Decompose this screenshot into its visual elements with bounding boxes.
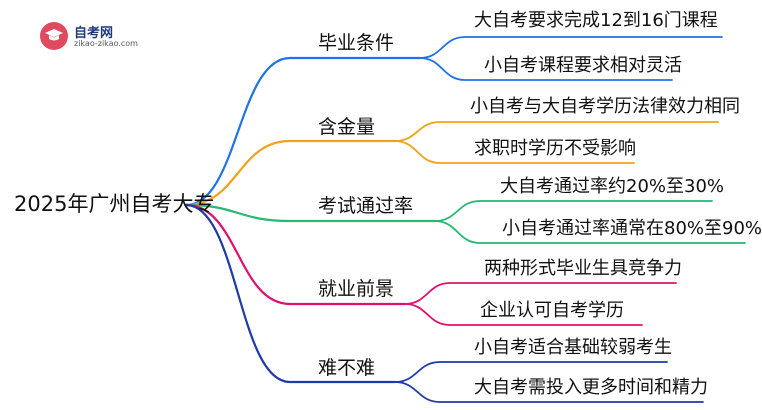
- branch-difficulty: 难不难: [318, 357, 376, 379]
- leaf-pass-rate-2: 小自考通过率通常在80%至90%: [502, 218, 762, 239]
- leaf-value-2: 求职时学历不受影响: [474, 138, 636, 159]
- leaf-connector: [419, 36, 723, 59]
- leaf-connector: [394, 361, 668, 383]
- leaf-connector: [404, 282, 677, 305]
- site-logo: 自考网 zikao-zikao.com: [40, 20, 140, 52]
- leaf-graduation-2: 小自考课程要求相对灵活: [484, 55, 682, 76]
- leaf-pass-rate-1: 大自考通过率约20%至30%: [500, 176, 725, 197]
- graduation-cap-icon: [40, 22, 68, 50]
- leaf-difficulty-2: 大自考需投入更多时间和精力: [474, 377, 708, 398]
- branch-pass-rate: 考试通过率: [318, 195, 414, 217]
- leaf-employment-2: 企业认可自考学历: [480, 300, 624, 321]
- branch-employment: 就业前景: [318, 278, 395, 300]
- branch-connector: [184, 203, 407, 306]
- leaf-connector: [394, 140, 635, 164]
- branch-connector: [184, 139, 397, 207]
- leaf-connector: [434, 220, 746, 244]
- branch-graduation-requirements: 毕业条件: [318, 32, 395, 54]
- root-topic: 2025年广州自考大专: [14, 192, 215, 216]
- leaf-connector: [404, 303, 643, 326]
- leaf-difficulty-1: 小自考适合基础较弱考生: [474, 337, 672, 358]
- leaf-graduation-1: 大自考要求完成12到16门课程: [474, 10, 718, 31]
- logo-title: 自考网: [74, 26, 114, 41]
- leaf-connector: [419, 57, 673, 81]
- branch-connector: [184, 203, 437, 223]
- branch-value: 含金量: [318, 116, 376, 138]
- leaf-connector: [394, 121, 719, 142]
- leaf-employment-1: 两种形式毕业生具竞争力: [484, 258, 682, 279]
- leaf-connector: [394, 381, 704, 403]
- leaf-value-1: 小自考与大自考学历法律效力相同: [470, 96, 740, 117]
- branch-connector: [184, 56, 422, 207]
- logo-url: zikao-zikao.com: [74, 39, 138, 48]
- branch-connector: [184, 203, 397, 384]
- leaf-connector: [434, 200, 713, 222]
